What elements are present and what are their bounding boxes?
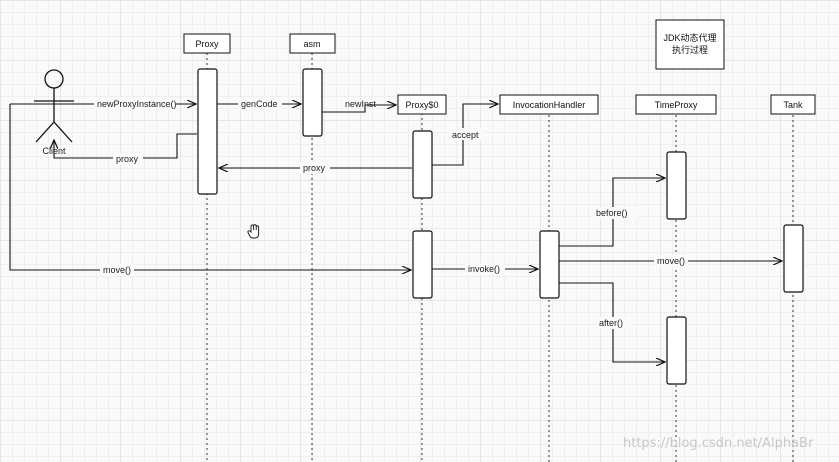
participant-invocation-handler-label: InvocationHandler xyxy=(513,100,586,110)
msg-move-client-label: move() xyxy=(103,265,131,275)
participant-asm-label: asm xyxy=(303,39,320,49)
msg-proxy-to-client-arrow[interactable] xyxy=(54,133,197,159)
participant-asm-box[interactable] xyxy=(289,33,336,54)
msg-move-client-arrow[interactable] xyxy=(9,104,411,270)
msg-after-label: after() xyxy=(599,318,623,328)
note-line1: JDK动态代理 xyxy=(663,32,716,43)
msg-gen-code-label: genCode xyxy=(241,99,278,109)
msg-new-inst-arrow[interactable] xyxy=(322,105,396,113)
activation-time-proxy-after[interactable] xyxy=(666,316,687,385)
activation-proxy[interactable] xyxy=(197,68,218,195)
msg-move-tank-label: move() xyxy=(657,256,685,266)
participant-proxy0-box[interactable] xyxy=(397,94,447,115)
note-line2: 执行过程 xyxy=(672,44,708,55)
participant-tank-box[interactable] xyxy=(770,94,816,115)
msg-invoke-label: invoke() xyxy=(468,264,500,274)
msg-before-label: before() xyxy=(596,208,628,218)
participant-proxy0-label: Proxy$0 xyxy=(405,100,438,110)
msg-accept-label: accept xyxy=(452,130,479,140)
participant-time-proxy-box[interactable] xyxy=(635,94,717,115)
activation-invocation-handler[interactable] xyxy=(539,230,560,299)
participant-tank-label: Tank xyxy=(783,100,803,110)
participant-proxy-label: Proxy xyxy=(195,39,219,49)
activation-proxy0-move[interactable] xyxy=(412,230,433,299)
participant-time-proxy-label: TimeProxy xyxy=(655,100,698,110)
watermark: https://blog.csdn.net/AlphaBr xyxy=(623,436,814,451)
activation-time-proxy-before[interactable] xyxy=(666,151,687,220)
activation-asm[interactable] xyxy=(302,68,323,137)
msg-proxy-to-client-label: proxy xyxy=(116,154,139,164)
hand-cursor-icon xyxy=(247,224,260,239)
participant-proxy-box[interactable] xyxy=(183,33,231,54)
activation-tank[interactable] xyxy=(783,224,804,293)
note-box[interactable] xyxy=(655,19,725,70)
msg-proxy-return-label: proxy xyxy=(303,163,326,173)
msg-new-inst-label: newInst xyxy=(345,99,377,109)
activation-proxy0-accept[interactable] xyxy=(412,130,433,199)
participant-invocation-handler-box[interactable] xyxy=(499,94,599,115)
client-actor-icon[interactable] xyxy=(34,69,74,143)
msg-new-proxy-instance-label: newProxyInstance() xyxy=(97,99,177,109)
